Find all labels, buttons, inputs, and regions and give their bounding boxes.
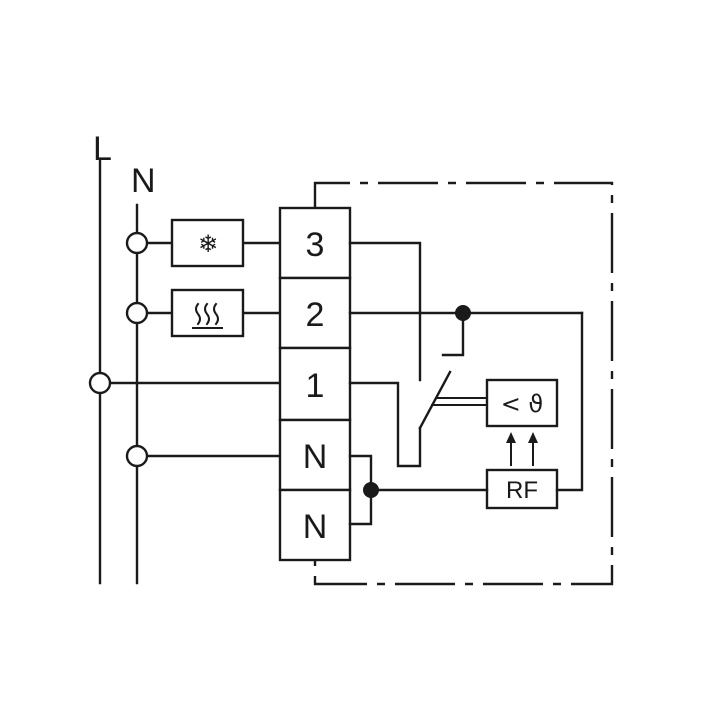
terminal-n2-label: N <box>303 508 328 546</box>
terminal-3-label: 3 <box>306 226 325 264</box>
arrow-up-icon <box>506 432 516 443</box>
line-label: L <box>93 130 112 168</box>
line-terminal <box>88 371 112 395</box>
temperature-sensor-label: < ϑ <box>501 390 544 418</box>
rf-label: RF <box>506 477 538 504</box>
wire-junction-to-switch <box>441 311 465 357</box>
terminal-1 <box>278 346 352 422</box>
thermostat-sensor-box <box>485 378 559 428</box>
terminal-1-label: 1 <box>306 367 325 405</box>
neutral-terminal-controller <box>125 444 149 468</box>
heating-load-box <box>170 288 245 338</box>
junction-dot-neutral <box>363 482 379 498</box>
terminal-block: 3 2 1 N N <box>278 206 352 562</box>
neutral-terminal-cooling <box>125 231 149 255</box>
wire-rf-to-t2-bus <box>555 311 584 492</box>
neutral-terminal-heating <box>125 301 149 325</box>
terminal-2-label: 2 <box>306 296 325 334</box>
arrow-up-icon <box>528 432 538 443</box>
relay-switch-blade <box>418 370 452 430</box>
housing-outline <box>313 181 614 586</box>
cooling-load-box <box>170 218 245 268</box>
snowflake-icon: ❄ <box>198 230 218 258</box>
wire-t1-to-switch <box>348 381 422 468</box>
terminal-n1-label: N <box>303 438 328 476</box>
wire-t3-to-switch <box>348 241 422 382</box>
signal-arrows <box>506 432 538 466</box>
heating-icon <box>192 302 223 329</box>
neutral-label: N <box>131 162 156 200</box>
junction-dot-t2 <box>455 305 471 321</box>
